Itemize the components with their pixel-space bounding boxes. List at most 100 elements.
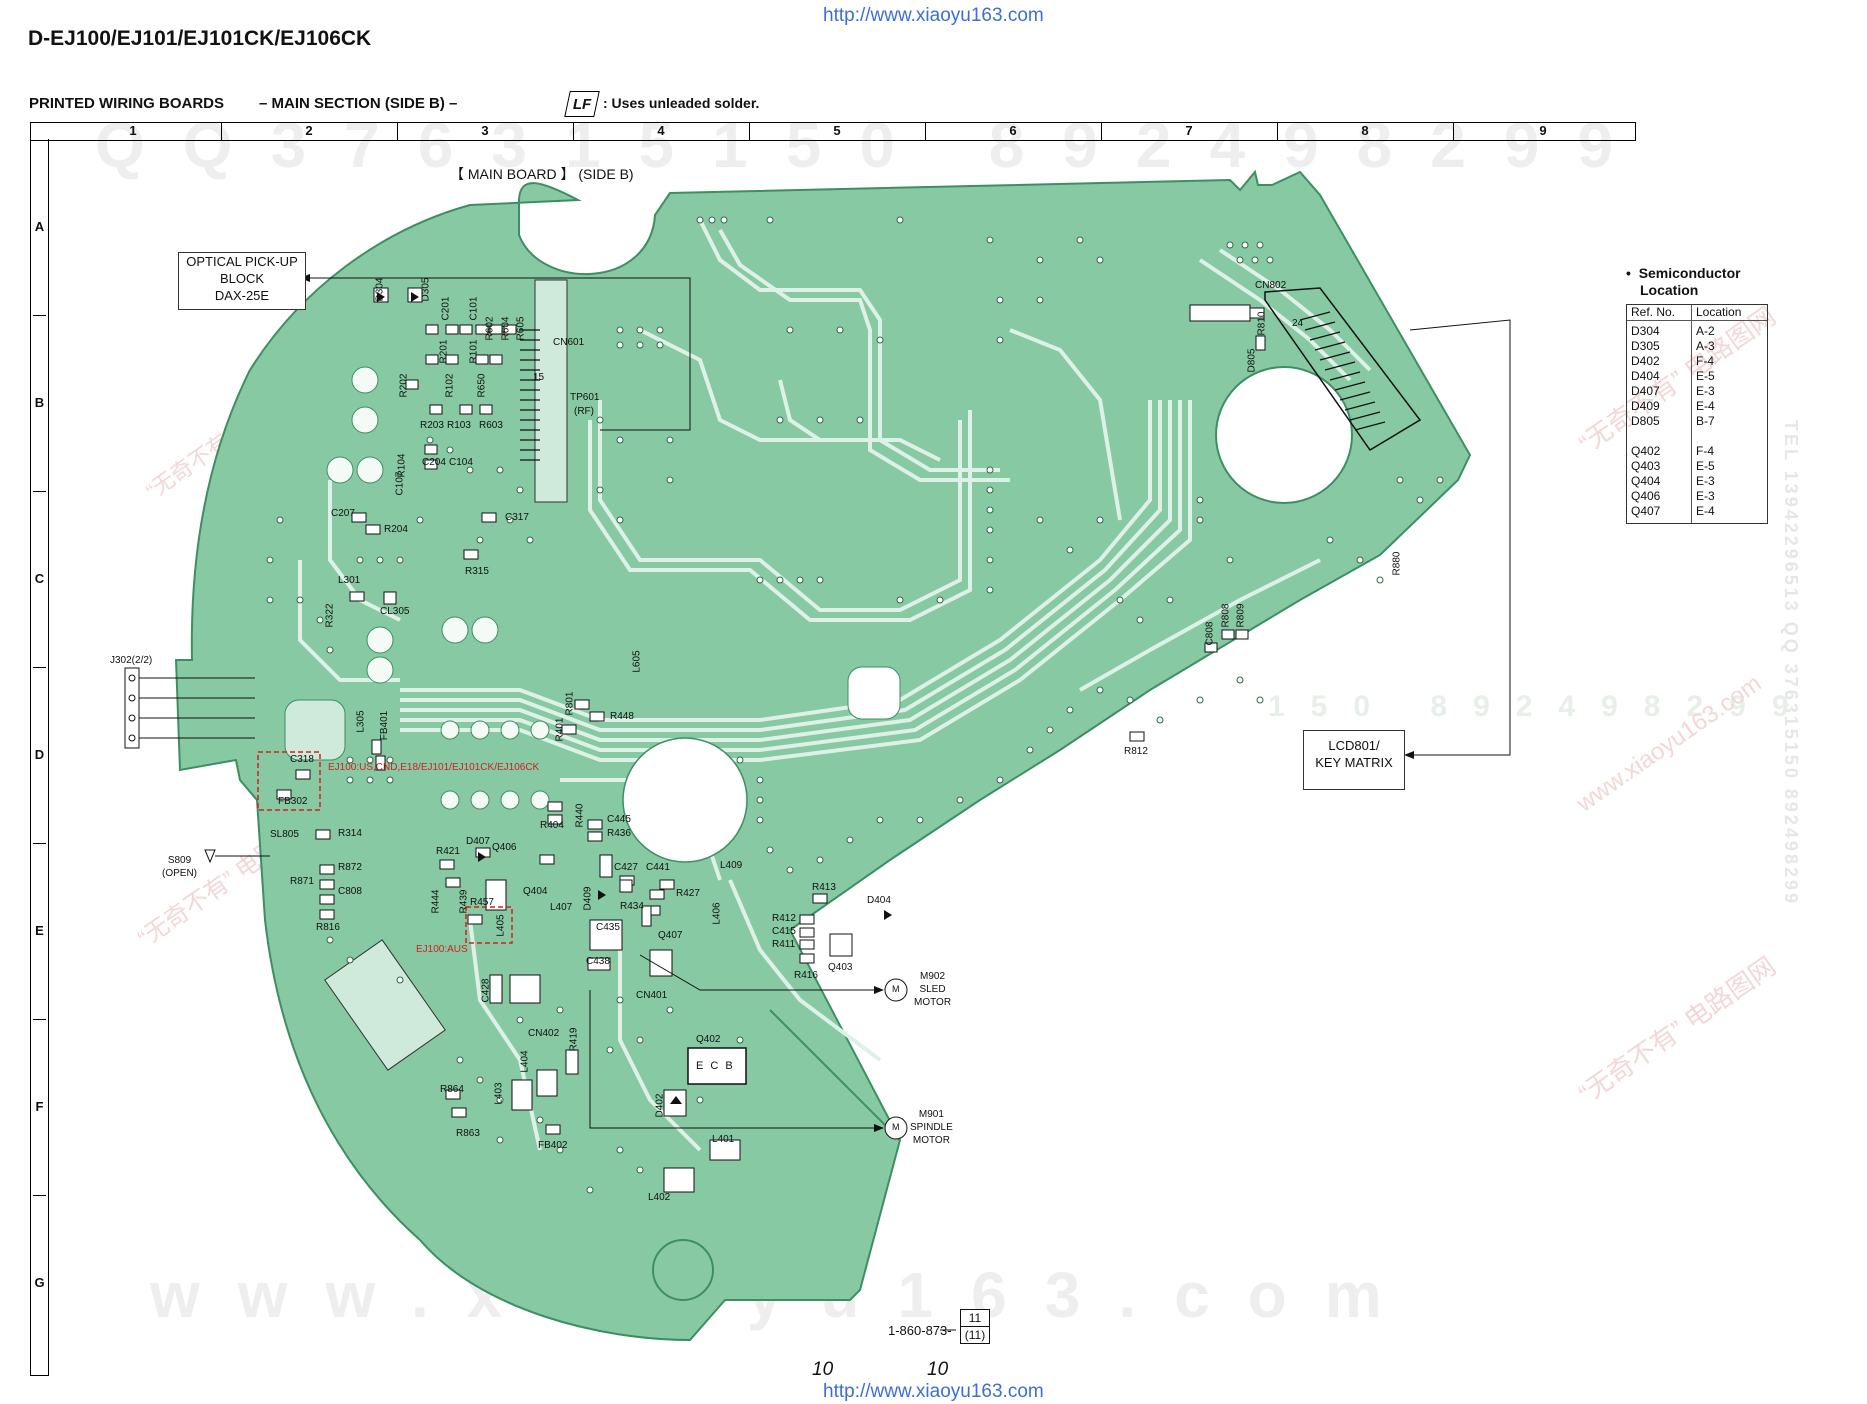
col-9: 9 (1539, 123, 1547, 138)
col-1: 1 (45, 123, 222, 140)
label-l407: L407 (550, 902, 573, 913)
variant-region-2 (465, 906, 513, 944)
label-l405: L405 (495, 914, 507, 937)
label-q404: Q404 (523, 886, 548, 897)
label-r440: R440 (574, 803, 586, 828)
section-subtitle: – MAIN SECTION (SIDE B) – (259, 95, 458, 112)
label-r808: R808 (1220, 603, 1232, 628)
label-c201: C201 (440, 296, 452, 321)
label-r416: R416 (794, 970, 818, 981)
lead-free-note: : Uses unleaded solder. (603, 95, 760, 111)
label-r412: R412 (772, 913, 796, 924)
cn802-outline (1264, 287, 1422, 452)
label-r810: R810 (1256, 311, 1268, 336)
label-r809: R809 (1235, 603, 1247, 628)
label-l402: L402 (648, 1192, 671, 1203)
arrow-m901 (874, 1124, 884, 1132)
lcd-label-2: KEY MATRIX (1315, 755, 1393, 770)
column-ruler: 1 2 3 4 5 6 7 8 9 (30, 122, 1636, 141)
label-r202: R202 (398, 373, 410, 398)
m902-label-2: SLED (919, 984, 946, 995)
m901-label-3: MOTOR (912, 1135, 950, 1146)
label-d409: D409 (582, 886, 594, 911)
m902-label-1: M902 (920, 971, 946, 982)
label-c318: C318 (290, 754, 314, 765)
label-r314: R314 (338, 828, 362, 839)
label-r315: R315 (465, 566, 489, 577)
bottom-url[interactable]: http://www.xiaoyu163.com (823, 1381, 1044, 1402)
table-row (1627, 429, 1767, 444)
row-G: G (34, 1275, 45, 1290)
hole-jack (284, 699, 346, 761)
semiconductor-heading: • Semiconductor Location (1626, 265, 1741, 299)
arrow-m902 (874, 986, 884, 994)
section-title: PRINTED WIRING BOARDS (29, 95, 224, 112)
label-r427: R427 (676, 888, 700, 899)
label-q403: Q403 (828, 962, 853, 973)
label-l605: L605 (631, 650, 643, 673)
label-q402-ecb: E C B (696, 1060, 735, 1072)
watermark-top: QQ376315150 892498299 (95, 109, 1652, 181)
label-r872: R872 (338, 862, 362, 873)
label-d805: D805 (1246, 348, 1258, 373)
col-3: 3 (397, 123, 574, 140)
label-cl305: CL305 (380, 606, 410, 617)
label-cn402: CN402 (528, 1028, 560, 1039)
label-c441: C441 (646, 862, 670, 873)
lcd-label-1: LCD801/ (1328, 738, 1380, 753)
label-l404: L404 (519, 1050, 531, 1073)
hole-center (622, 737, 748, 863)
label-c808: C808 (1204, 621, 1216, 646)
component-outlines (276, 287, 1266, 1193)
label-c428: C428 (480, 978, 492, 1003)
label-c415: C415 (772, 926, 796, 937)
label-cn802: CN802 (1255, 280, 1287, 291)
bullet-icon: • (1626, 265, 1639, 281)
label-l406: L406 (711, 902, 723, 925)
model-title: D-EJ100/EJ101/EJ101CK/EJ106CK (28, 27, 372, 50)
m901-label: M901 SPINDLE MOTOR (910, 1108, 953, 1147)
label-l401: L401 (712, 1134, 735, 1145)
row-C: C (33, 491, 46, 668)
s809-label: S809 (OPEN) (162, 854, 197, 880)
board-outline (174, 169, 1472, 1342)
row-E: E (33, 843, 46, 1020)
s809-switch-symbol (204, 849, 216, 864)
row-ruler: A B C D E F G (30, 139, 49, 1376)
label-l301: L301 (338, 575, 361, 586)
label-sl805: SL805 (270, 829, 299, 840)
optical-label-1: OPTICAL PICK-UP (186, 254, 298, 269)
label-r434: R434 (620, 901, 644, 912)
m902-label-3: MOTOR (914, 997, 952, 1008)
label-r444: R444 (430, 889, 442, 914)
watermark-side: TEL 13942296513 QQ 376315150 892498299 (1781, 420, 1801, 906)
label-r603: R603 (479, 420, 503, 431)
label-c101: C101 (468, 296, 480, 321)
label-c808b: C808 (338, 886, 362, 897)
label-r864: R864 (440, 1084, 464, 1095)
callout-lines (130, 277, 1511, 1331)
label-r201: R201 (438, 339, 450, 364)
label-c427: C427 (614, 862, 638, 873)
variant-note-2: EJ100:AUS (416, 944, 468, 955)
m902-m-glyph: M (892, 984, 900, 994)
pad-cluster (326, 366, 550, 810)
cn802-pins (1299, 311, 1386, 431)
label-l409: L409 (720, 860, 743, 871)
label-cn401: CN401 (636, 990, 668, 1001)
label-l305: L305 (355, 710, 367, 733)
top-url[interactable]: http://www.xiaoyu163.com (823, 5, 1044, 26)
label-c204: C204 (422, 457, 446, 468)
label-tp601: TP601 (570, 392, 600, 403)
page-number-left: 10 (812, 1359, 834, 1380)
label-r436: R436 (607, 828, 631, 839)
label-r103: R103 (447, 420, 471, 431)
optical-label-2: BLOCK (219, 271, 265, 286)
label-r448: R448 (610, 711, 634, 722)
diode-symbols (377, 292, 892, 1104)
